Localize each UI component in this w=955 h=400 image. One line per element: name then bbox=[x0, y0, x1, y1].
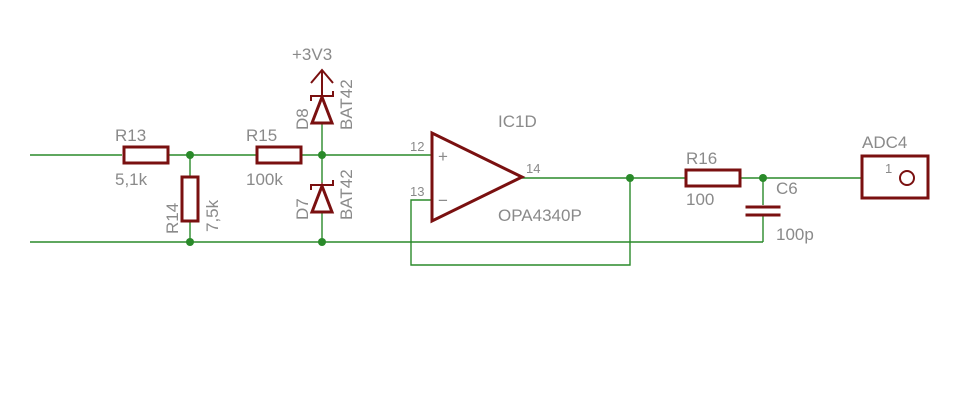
resistor-r16: R16 100 bbox=[684, 149, 742, 209]
r15-value: 100k bbox=[246, 170, 283, 189]
r14-value: 7,5k bbox=[203, 199, 222, 232]
d7-name: D7 bbox=[293, 198, 312, 220]
opamp-value: OPA4340P bbox=[498, 206, 582, 225]
opamp-plus-sign: + bbox=[438, 147, 448, 166]
resistor-r13: R13 5,1k bbox=[115, 126, 170, 189]
resistor-r15: R15 100k bbox=[246, 126, 303, 189]
r13-value: 5,1k bbox=[115, 170, 148, 189]
resistor-r15-body bbox=[255, 145, 303, 165]
power-label: +3V3 bbox=[292, 45, 332, 64]
junction-dot bbox=[318, 238, 326, 246]
junction-dot bbox=[626, 174, 634, 182]
d7-value: BAT42 bbox=[337, 169, 356, 220]
d8-name: D8 bbox=[293, 108, 312, 130]
r13-name: R13 bbox=[115, 126, 146, 145]
c6-name: C6 bbox=[776, 179, 798, 198]
connector-adc4-body bbox=[860, 154, 930, 200]
c6-value: 100p bbox=[776, 225, 814, 244]
diode-d7: D7 BAT42 bbox=[293, 169, 356, 220]
junctions bbox=[186, 151, 767, 246]
resistor-r14: R14 7,5k bbox=[163, 175, 222, 234]
power-symbol-3v3: +3V3 bbox=[292, 45, 334, 96]
r15-name: R15 bbox=[246, 126, 277, 145]
wire-feedback bbox=[410, 178, 631, 266]
r16-name: R16 bbox=[686, 149, 717, 168]
diode-d7-triangle bbox=[309, 181, 335, 214]
adc4-name: ADC4 bbox=[862, 133, 907, 152]
resistor-r14-body bbox=[180, 175, 200, 223]
opamp-pin-plus: 12 bbox=[410, 139, 424, 154]
capacitor-c6: C6 100p bbox=[745, 179, 814, 244]
resistor-r13-body bbox=[122, 145, 170, 165]
opamp-triangle-icon bbox=[430, 130, 526, 224]
opamp-pin-out: 14 bbox=[526, 161, 540, 176]
diode-d8: D8 BAT42 bbox=[293, 79, 356, 130]
junction-dot bbox=[318, 151, 326, 159]
opamp-name: IC1D bbox=[498, 112, 537, 131]
opamp-minus-sign: − bbox=[438, 191, 448, 210]
junction-dot bbox=[186, 238, 194, 246]
r16-value: 100 bbox=[686, 190, 714, 209]
resistor-r16-body bbox=[684, 168, 742, 188]
connector-pin-icon bbox=[899, 170, 915, 186]
diode-d8-triangle bbox=[309, 92, 335, 125]
junction-dot bbox=[186, 151, 194, 159]
d8-value: BAT42 bbox=[337, 79, 356, 130]
r14-name: R14 bbox=[163, 203, 182, 234]
connector-adc4: 1 ADC4 bbox=[860, 133, 930, 200]
adc4-pin: 1 bbox=[885, 161, 892, 176]
junction-dot bbox=[759, 174, 767, 182]
opamp-ic1d: + − 12 13 14 IC1D OPA4340P bbox=[410, 112, 582, 225]
opamp-pin-minus: 13 bbox=[410, 184, 424, 199]
